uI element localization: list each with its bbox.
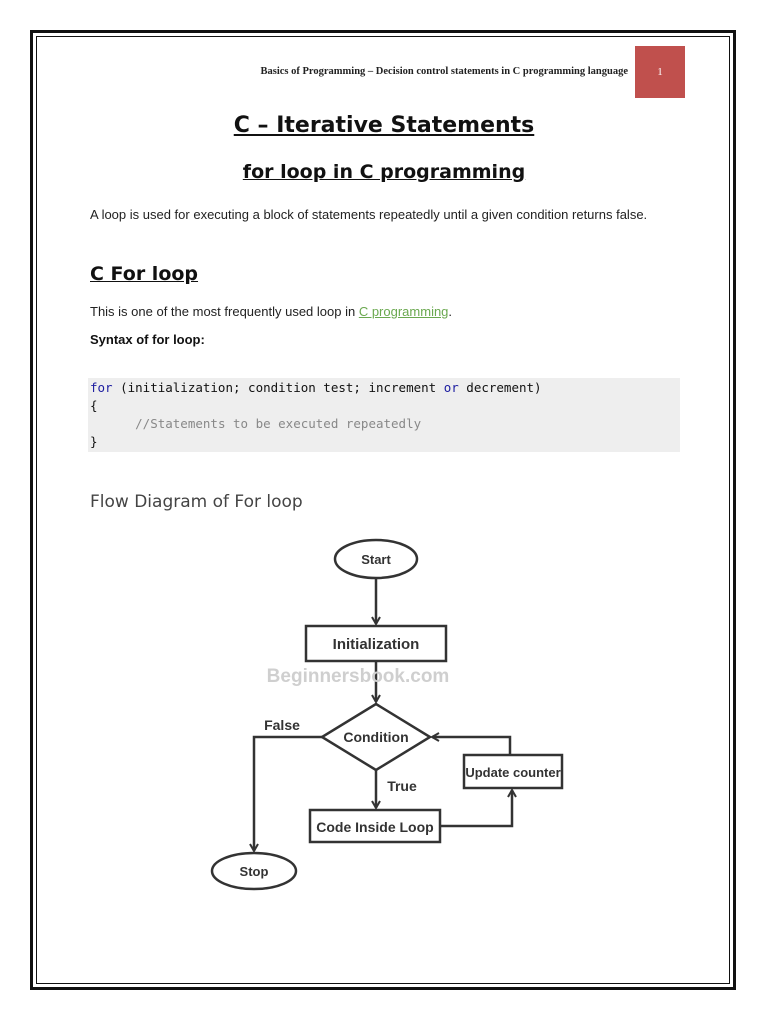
page-border-outer (30, 30, 736, 990)
for-loop-heading: C For loop (90, 263, 199, 285)
code-line-4: } (90, 434, 98, 449)
arrow-code-update (440, 790, 512, 828)
usage-suffix: . (448, 304, 453, 319)
running-header: Basics of Programming – Decision control… (260, 66, 628, 77)
usage-text: This is one of the most frequently used … (90, 304, 359, 319)
code-comment: //Statements to be executed repeatedly (88, 415, 680, 433)
true-label: True (387, 778, 417, 794)
keyword-for: for (90, 380, 113, 395)
code-block: for (initialization; condition test; inc… (88, 378, 680, 452)
code-line-1-mid: (initialization; condition test; increme… (112, 380, 444, 395)
stop-node (210, 851, 298, 891)
main-title: C – Iterative Statements (233, 113, 535, 138)
intro-paragraph: A loop is used for executing a block of … (90, 207, 648, 222)
code-comment-text: //Statements to be executed repeatedly (135, 416, 422, 431)
sub-title: for loop in C programming (242, 161, 526, 183)
start-label: Start (361, 552, 391, 567)
code-line-1-end: decrement) (458, 380, 542, 395)
stop-label: Stop (240, 864, 269, 879)
code-line-2: { (90, 398, 98, 413)
flow-diagram-heading: Flow Diagram of For loop (90, 492, 303, 512)
initialization-label: Initialization (333, 636, 420, 653)
watermark-text: Beginnersbook.com (267, 666, 450, 687)
page-border-inner (36, 36, 730, 984)
arrow-update-cond (432, 737, 512, 755)
false-label: False (264, 717, 300, 733)
update-counter-label: Update counter (465, 765, 560, 780)
page-number-badge: 1 (635, 46, 685, 98)
code-inside-loop-label: Code Inside Loop (316, 819, 433, 835)
arrow-cond-stop (254, 735, 322, 851)
c-programming-link[interactable]: C programming (358, 304, 449, 319)
syntax-label: Syntax of for loop: (90, 332, 205, 347)
usage-paragraph: This is one of the most frequently used … (90, 304, 452, 319)
code-inside-loop-node (308, 808, 442, 844)
condition-label: Condition (343, 729, 408, 745)
code-line-1: for (initialization; condition test; inc… (88, 379, 680, 397)
keyword-or: or (443, 380, 459, 395)
